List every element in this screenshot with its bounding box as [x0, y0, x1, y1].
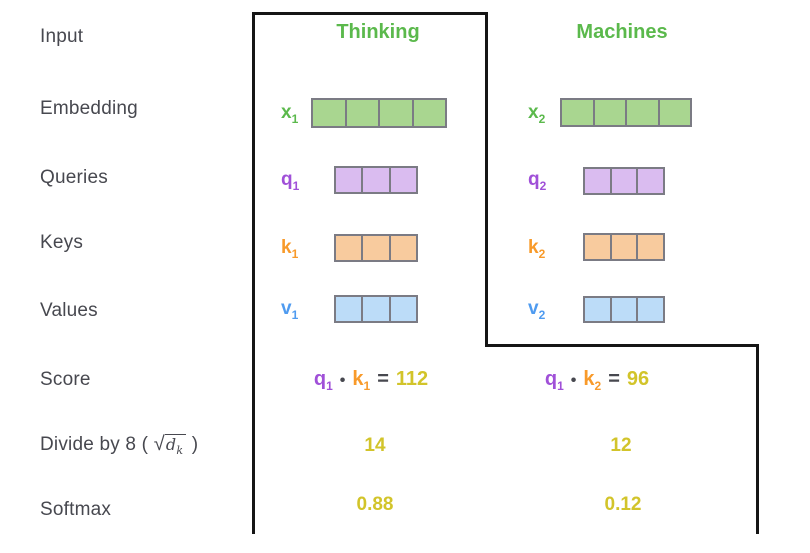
row-label-queries: Queries [40, 167, 108, 188]
score1-k-term: k1 [352, 368, 371, 393]
row-label-values: Values [40, 300, 98, 321]
k1-key-vector [334, 234, 418, 262]
column-header-machines: Machines [576, 21, 668, 43]
q2-label: q2 [528, 169, 547, 193]
vector-cell [344, 100, 379, 126]
vector-cell [609, 298, 637, 321]
vector-cell [609, 169, 637, 193]
vector-cell [336, 236, 361, 260]
divide-suffix: ) [191, 434, 199, 455]
x1-label: x1 [281, 102, 299, 126]
score2-result: 96 [626, 368, 650, 390]
vector-cell [336, 168, 361, 192]
sqrt-dk-formula: √dk [153, 433, 187, 456]
vector-cell [336, 297, 361, 321]
q2-query-vector [583, 167, 665, 195]
dot-product-icon: • [570, 372, 577, 389]
k2-key-vector [583, 233, 665, 261]
vector-cell [585, 169, 610, 193]
vector-cell [562, 100, 593, 125]
vector-cell [361, 297, 388, 321]
column-header-thinking: Thinking [336, 21, 420, 43]
vector-cell [313, 100, 345, 126]
vector-cell [411, 100, 446, 126]
softmax-result-1: 0.88 [356, 494, 394, 515]
vector-cell [585, 235, 610, 259]
row-label-divide: Divide by 8 ( √dk ) [40, 433, 198, 456]
vector-cell [657, 100, 691, 125]
score2-q-term: q1 [544, 368, 564, 393]
score1-q-term: q1 [313, 368, 333, 393]
v2-value-vector [583, 296, 665, 323]
vector-cell [388, 297, 416, 321]
score1-result: 112 [395, 368, 429, 390]
vector-cell [636, 235, 663, 259]
vector-cell [609, 235, 637, 259]
outline-path [252, 12, 759, 534]
sqrt-radicand: dk [164, 434, 187, 456]
q1-label: q1 [281, 169, 300, 193]
vector-cell [592, 100, 626, 125]
vector-cell [361, 168, 388, 192]
v1-label: v1 [281, 298, 299, 322]
v2-label: v2 [528, 298, 546, 322]
dot-product-icon: • [339, 372, 346, 389]
vector-cell [361, 236, 388, 260]
vector-cell [388, 168, 416, 192]
equals-sign: = [377, 368, 389, 390]
row-label-keys: Keys [40, 232, 84, 253]
vector-cell [388, 236, 416, 260]
softmax-result-2: 0.12 [604, 494, 642, 515]
divide-prefix: Divide by 8 ( [40, 434, 149, 455]
k1-label: k1 [281, 237, 299, 261]
score2-k-term: k2 [583, 368, 602, 393]
x2-label: x2 [528, 102, 546, 126]
score-expression-1: q1 • k1 = 112 [313, 368, 429, 393]
vector-cell [378, 100, 412, 126]
row-label-input: Input [40, 26, 84, 47]
divide-result-1: 14 [364, 435, 386, 456]
vector-cell [625, 100, 658, 125]
x2-embedding-vector [560, 98, 692, 127]
divide-result-2: 12 [610, 435, 632, 456]
row-label-score: Score [40, 369, 91, 390]
sqrt-icon: √ [153, 433, 165, 455]
x1-embedding-vector [311, 98, 447, 128]
q1-query-vector [334, 166, 418, 194]
vector-cell [636, 298, 663, 321]
equals-sign: = [608, 368, 620, 390]
row-label-embedding: Embedding [40, 98, 138, 119]
vector-cell [636, 169, 663, 193]
v1-value-vector [334, 295, 418, 323]
k2-label: k2 [528, 237, 546, 261]
vector-cell [585, 298, 610, 321]
row-label-softmax: Softmax [40, 499, 112, 520]
score-expression-2: q1 • k2 = 96 [544, 368, 650, 393]
